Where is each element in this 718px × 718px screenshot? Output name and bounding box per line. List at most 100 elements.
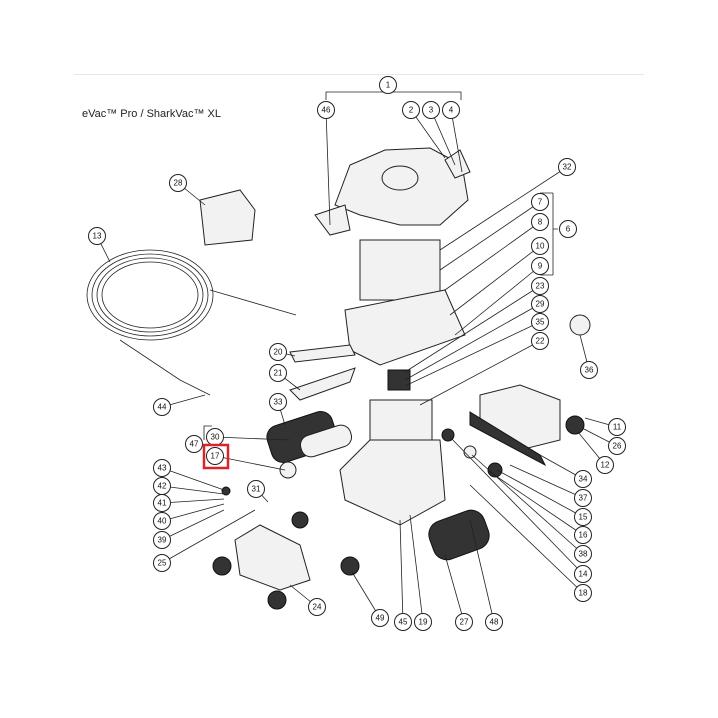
callout-41: 41 [153, 494, 171, 512]
callout-18: 18 [574, 584, 592, 602]
callout-number: 43 [158, 464, 167, 473]
callout-circle [531, 257, 549, 275]
callout-number: 14 [579, 570, 588, 579]
leader-line-7 [439, 201, 541, 271]
callout-48: 48 [485, 613, 503, 631]
callout-circle [308, 598, 326, 616]
callout-circle [153, 531, 171, 549]
callout-number: 48 [490, 618, 499, 627]
callout-49: 49 [371, 609, 389, 627]
callout-35: 35 [531, 313, 549, 331]
callout-circle [574, 584, 592, 602]
brush-core [299, 424, 353, 458]
leader-line-4 [450, 109, 463, 173]
leader-line-15 [496, 469, 584, 518]
callout-number: 42 [158, 482, 167, 491]
leader-line-8 [444, 221, 541, 291]
leader-line-23 [404, 285, 541, 373]
callout-19: 19 [414, 613, 432, 631]
callout-circle [206, 447, 224, 465]
callout-circle [153, 554, 171, 572]
callout-number: 40 [158, 517, 167, 526]
callout-24: 24 [308, 598, 326, 616]
leader-line-46 [325, 109, 331, 226]
callout-10: 10 [531, 237, 549, 255]
callout-number: 23 [536, 282, 545, 291]
callout-circle [269, 343, 287, 361]
callout-number: 16 [579, 531, 588, 540]
highlight-box [202, 443, 230, 470]
callout-16: 16 [574, 526, 592, 544]
gear-part [340, 556, 360, 576]
chassis [339, 439, 446, 526]
callout-number: 22 [536, 337, 545, 346]
callout-circle [531, 213, 549, 231]
callout-circle [485, 613, 503, 631]
leader-line-25 [161, 509, 256, 564]
callout-circle [442, 101, 460, 119]
callout-circle [169, 174, 187, 192]
callout-15: 15 [574, 508, 592, 526]
callout-39: 39 [153, 531, 171, 549]
callout-8: 8 [531, 213, 549, 231]
callout-1: 1 [379, 76, 397, 94]
callout-number: 36 [585, 366, 594, 375]
callout-circle [596, 456, 614, 474]
callout-circle [247, 480, 265, 498]
rear-roller [428, 509, 490, 561]
callout-37: 37 [574, 489, 592, 507]
callout-30: 30 [206, 428, 224, 446]
callout-7: 7 [531, 193, 549, 211]
leader-line-38 [471, 454, 584, 555]
callout-2: 2 [402, 101, 420, 119]
cable-coil [86, 249, 297, 396]
callout-number: 21 [274, 369, 283, 378]
callout-32: 32 [558, 158, 576, 176]
callout-3: 3 [422, 101, 440, 119]
leader-line-27 [444, 554, 465, 623]
callout-40: 40 [153, 512, 171, 530]
callout-number: 18 [579, 589, 588, 598]
callout-number: 17 [211, 452, 220, 461]
callout-number: 3 [429, 106, 434, 115]
callout-25: 25 [153, 554, 171, 572]
callout-number: 1 [386, 81, 391, 90]
callout-number: 38 [579, 550, 588, 559]
callout-number: 9 [538, 262, 543, 271]
callout-circle [608, 418, 626, 436]
callout-number: 12 [601, 461, 610, 470]
callout-circle [153, 459, 171, 477]
callout-number: 26 [613, 442, 622, 451]
flap-part [289, 367, 356, 401]
leader-line-9 [454, 265, 541, 336]
callout-number: 46 [322, 106, 331, 115]
callout-circle [531, 237, 549, 255]
callout-circle [153, 398, 171, 416]
callout-number: 37 [579, 494, 588, 503]
leader-line-41 [161, 498, 225, 504]
callout-circle [88, 227, 106, 245]
callout-circle [402, 101, 420, 119]
callout-47: 47 [185, 435, 203, 453]
callout-circle [574, 489, 592, 507]
callout-34: 34 [574, 470, 592, 488]
callout-circle [574, 565, 592, 583]
callout-12: 12 [596, 456, 614, 474]
callout-43: 43 [153, 459, 171, 477]
callout-number: 31 [252, 485, 261, 494]
callout-26: 26 [608, 437, 626, 455]
callout-number: 33 [274, 398, 283, 407]
wheel-right [565, 415, 585, 435]
callout-circle [371, 609, 389, 627]
brush-end-cap [279, 461, 297, 479]
wheel-left-rear [267, 590, 287, 610]
callout-22: 22 [531, 332, 549, 350]
callout-number: 2 [409, 106, 414, 115]
leader-line-17 [214, 455, 286, 471]
callout-13: 13 [88, 227, 106, 245]
callout-circle [531, 295, 549, 313]
callout-36: 36 [580, 361, 598, 379]
bushing [463, 445, 477, 459]
callout-number: 35 [536, 318, 545, 327]
parts-drawing [86, 147, 591, 610]
